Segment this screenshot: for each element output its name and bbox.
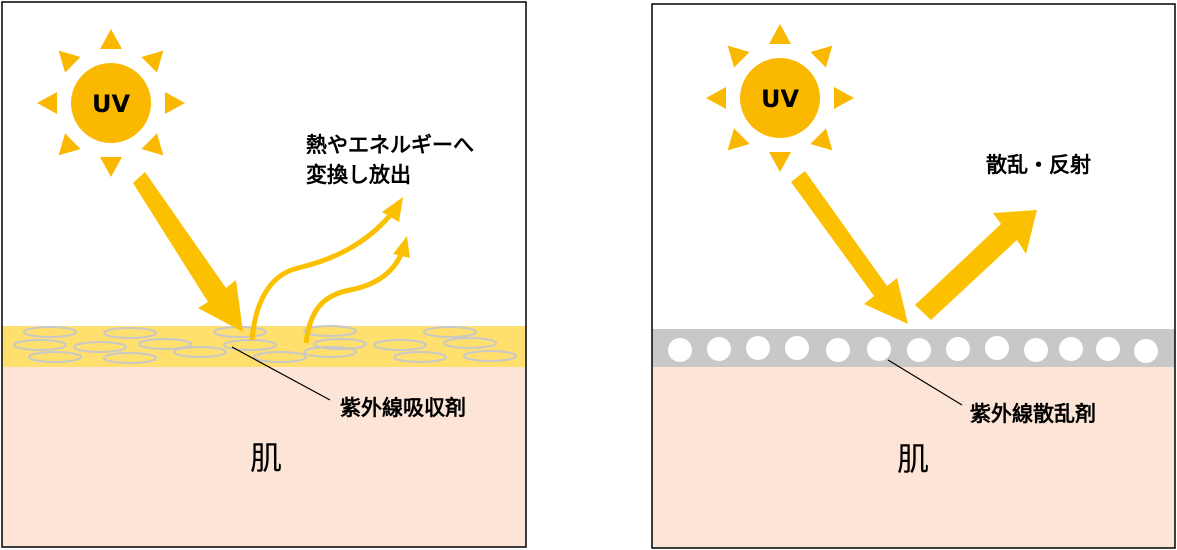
scatter-particles	[668, 336, 1158, 363]
skin-area	[2, 366, 526, 547]
incoming-uv-arrow	[133, 172, 243, 332]
reflect-label: 散乱・反射	[986, 153, 1091, 177]
reflected-uv-arrow	[915, 210, 1037, 320]
absorber-panel: UV 熱やエネルギーへ 変換し放出 紫外線吸収剤 肌	[1, 1, 527, 548]
panel-border	[1, 1, 527, 548]
scatter-agent-label: 紫外線散乱剤	[970, 402, 1096, 426]
agent-leader-line	[887, 359, 963, 406]
sun-label: UV	[761, 85, 799, 113]
scatter-panel: UV 散乱・反射 紫外線散乱剤 肌	[651, 3, 1176, 549]
sun-icon	[706, 24, 854, 172]
skin-area	[652, 366, 1175, 548]
skin-label: 肌	[897, 440, 929, 478]
incoming-uv-arrow	[791, 171, 908, 324]
agent-leader-line	[231, 346, 331, 401]
sun-icon	[37, 29, 185, 177]
absorber-particles	[13, 325, 517, 364]
sun-label: UV	[92, 90, 130, 118]
emit-label-line1: 熱やエネルギーへ	[306, 133, 474, 157]
panel-border	[651, 3, 1176, 549]
absorber-agent-label: 紫外線吸収剤	[340, 396, 466, 420]
skin-label: 肌	[250, 439, 282, 477]
emitted-energy-arrows	[249, 197, 410, 344]
emit-label-line2: 変換し放出	[306, 163, 411, 187]
